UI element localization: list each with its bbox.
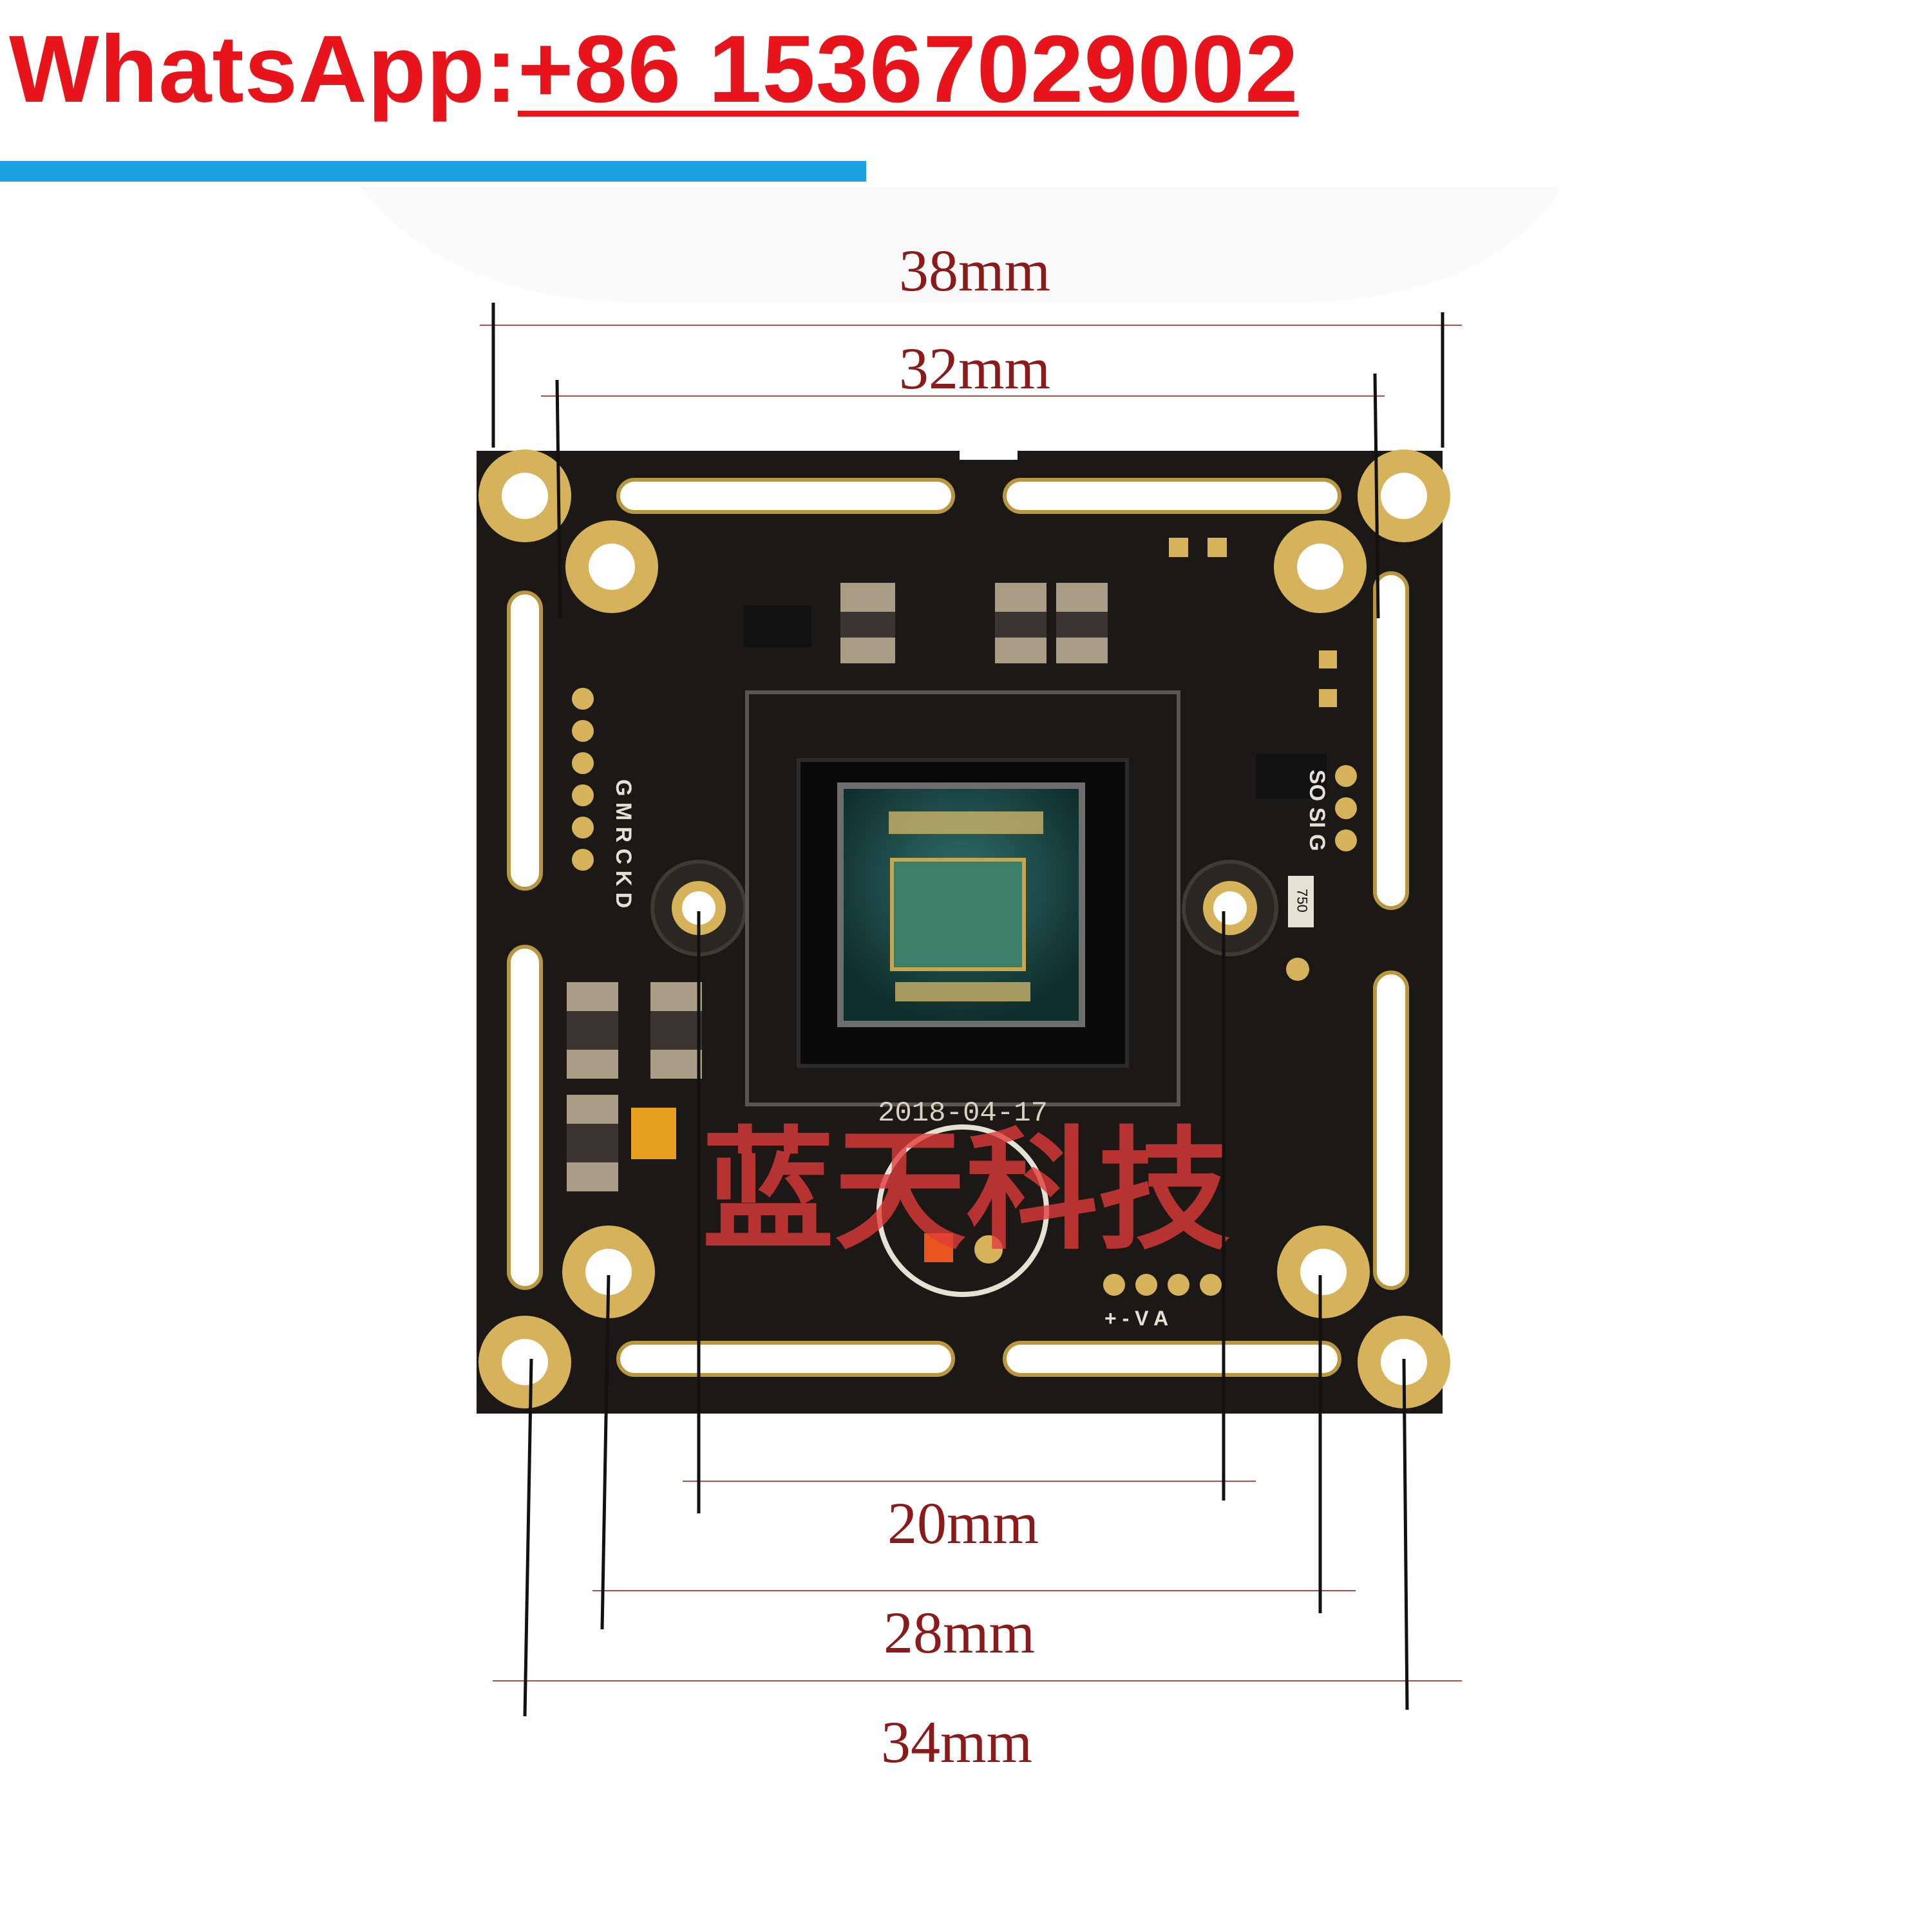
- smd-components: [567, 538, 1337, 1191]
- board-slot: [1003, 478, 1341, 514]
- image-sensor: 2018-04-17: [745, 690, 1180, 1130]
- whatsapp-contact[interactable]: WhatsApp:+86 15367029002: [9, 12, 1299, 128]
- dimension-label-20mm: 20mm: [887, 1490, 1039, 1556]
- board-slot: [616, 1341, 955, 1377]
- board-slot: [1003, 1341, 1341, 1377]
- board-slot: [616, 478, 955, 514]
- dimension-label-38mm: 38mm: [899, 238, 1051, 303]
- board-slot: [507, 591, 543, 891]
- dimension-label-32mm: 32mm: [899, 336, 1051, 401]
- resistor-code: 750: [1294, 889, 1311, 913]
- lens-holder-outline: [876, 1124, 1049, 1297]
- whatsapp-prefix: WhatsApp:: [9, 16, 518, 122]
- tantalum-capacitor: [631, 1108, 676, 1159]
- background-cutout: [361, 187, 1558, 303]
- board-slot: [1373, 971, 1409, 1290]
- right-pin-header: [1335, 765, 1357, 851]
- date-code-label: 2018-04-17: [878, 1097, 1048, 1130]
- board-slot: [1373, 571, 1409, 910]
- dimension-guides: [480, 303, 1462, 1717]
- right-pin-silkscreen: SO SI G: [1305, 770, 1329, 851]
- brand-watermark: 蓝天科技: [702, 1115, 1230, 1268]
- dimension-label-28mm: 28mm: [884, 1600, 1036, 1665]
- power-pin-silkscreen: + - V A: [1104, 1307, 1168, 1330]
- power-pin-header: [1103, 1274, 1222, 1296]
- board-slot: [507, 945, 543, 1290]
- dimension-label-34mm: 34mm: [881, 1709, 1033, 1775]
- left-pin-silkscreen: G M R C K D: [611, 779, 636, 908]
- whatsapp-phone-number[interactable]: +86 15367029002: [517, 16, 1299, 122]
- left-pin-header: [572, 688, 594, 871]
- blue-accent-bar: [0, 161, 866, 182]
